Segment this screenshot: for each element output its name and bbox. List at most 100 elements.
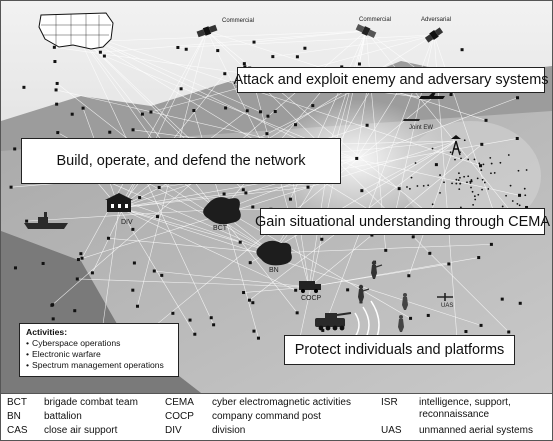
network-node (238, 240, 242, 244)
network-node (9, 185, 13, 189)
cocp-truck-icon (299, 281, 321, 293)
ew-signal-dot (517, 169, 520, 172)
ew-signal-dot (449, 151, 452, 154)
network-link (77, 278, 310, 288)
ew-signal-dot (477, 193, 480, 196)
network-node (411, 235, 415, 239)
network-node (73, 309, 77, 313)
network-link (75, 30, 261, 113)
network-node (209, 316, 213, 320)
ew-signal-dot (523, 187, 526, 190)
network-node (184, 47, 188, 51)
ew-signal-dot (463, 139, 466, 142)
ew-signal-dot (458, 172, 460, 175)
network-node (256, 336, 260, 340)
network-link (365, 30, 521, 224)
ew-signal-dot (487, 188, 490, 190)
ew-signal-dot (439, 191, 441, 194)
network-node (22, 85, 26, 89)
legend-abbr: BCT (7, 397, 27, 408)
ew-signal-dot (478, 162, 481, 165)
network-node (265, 132, 269, 136)
ew-signal-dot (469, 180, 472, 183)
bn-vegetation-icon (256, 240, 292, 266)
network-node (518, 193, 522, 197)
radar-tower-icon (451, 135, 461, 156)
network-node (52, 45, 56, 49)
legend-abbr: BN (7, 411, 21, 422)
satellite-icon (196, 24, 218, 38)
aircraft-icon (403, 119, 420, 121)
network-node (266, 114, 270, 118)
ew-signal-dot (422, 184, 425, 187)
network-node (90, 271, 94, 275)
network-link (101, 207, 120, 337)
ew-signal-dot (427, 184, 430, 187)
ew-signal-dot (431, 203, 434, 206)
ew-spread-area (401, 121, 541, 231)
legend-definition: company command post (212, 411, 321, 422)
network-node (294, 123, 298, 127)
network-node (75, 277, 79, 281)
callout-build-network: Build, operate, and defend the network (21, 138, 341, 184)
label-bct: BCT (213, 225, 227, 232)
ew-signal-dot (476, 177, 479, 180)
ew-signal-dot (501, 205, 504, 208)
network-node (13, 147, 17, 151)
ew-signal-dot (482, 163, 485, 166)
network-node (247, 298, 251, 302)
network-node (384, 248, 388, 252)
network-node (223, 72, 227, 76)
network-node (516, 96, 520, 100)
ew-signal-dot (410, 176, 413, 179)
network-link (250, 140, 457, 263)
network-node (98, 50, 102, 54)
legend-definition: intelligence, support, (419, 397, 511, 408)
ew-signal-dot (473, 195, 476, 198)
network-node (251, 205, 255, 209)
armored-vehicle-icon (315, 312, 352, 331)
activities-box: Activities: Cyberspace operations Electr… (19, 323, 179, 377)
network-node (355, 156, 359, 160)
network-node (54, 88, 58, 92)
legend-definition: reconnaissance (419, 409, 490, 420)
ew-signal-dot (459, 182, 461, 185)
network-node (53, 60, 57, 64)
network-node (81, 106, 85, 110)
label-commercial: Commercial (359, 17, 392, 23)
network-link (243, 286, 310, 293)
callout-protect: Protect individuals and platforms (284, 335, 515, 365)
network-node (321, 328, 325, 332)
network-node (480, 142, 484, 146)
network-node (449, 93, 453, 97)
network-node (106, 236, 110, 240)
label-div: DIV (121, 219, 133, 226)
ew-signal-dot (471, 190, 474, 193)
ew-signal-dot (451, 182, 453, 185)
network-node (360, 189, 364, 193)
network-node (41, 261, 45, 265)
ew-signal-dot (507, 154, 510, 156)
network-link (361, 140, 457, 191)
network-node (224, 106, 228, 110)
network-node (135, 304, 139, 308)
ew-signal-dot (472, 203, 475, 206)
ew-signal-dot (458, 188, 461, 191)
network-node (56, 131, 60, 135)
ew-signal-dot (481, 178, 484, 181)
network-node (311, 104, 315, 108)
ew-signal-dot (481, 188, 483, 191)
ew-signal-dot (416, 185, 419, 187)
us-state-lines (41, 14, 111, 48)
ew-signal-dot (480, 169, 483, 172)
network-node (132, 261, 136, 265)
network-node (245, 109, 249, 113)
ew-signal-dot (490, 162, 493, 165)
ew-signal-dot (493, 172, 496, 174)
network-node (212, 323, 216, 327)
network-node (515, 136, 519, 140)
ew-signal-dot (459, 176, 461, 179)
network-node (55, 81, 59, 85)
network-node (484, 118, 488, 122)
network-link (108, 237, 274, 254)
